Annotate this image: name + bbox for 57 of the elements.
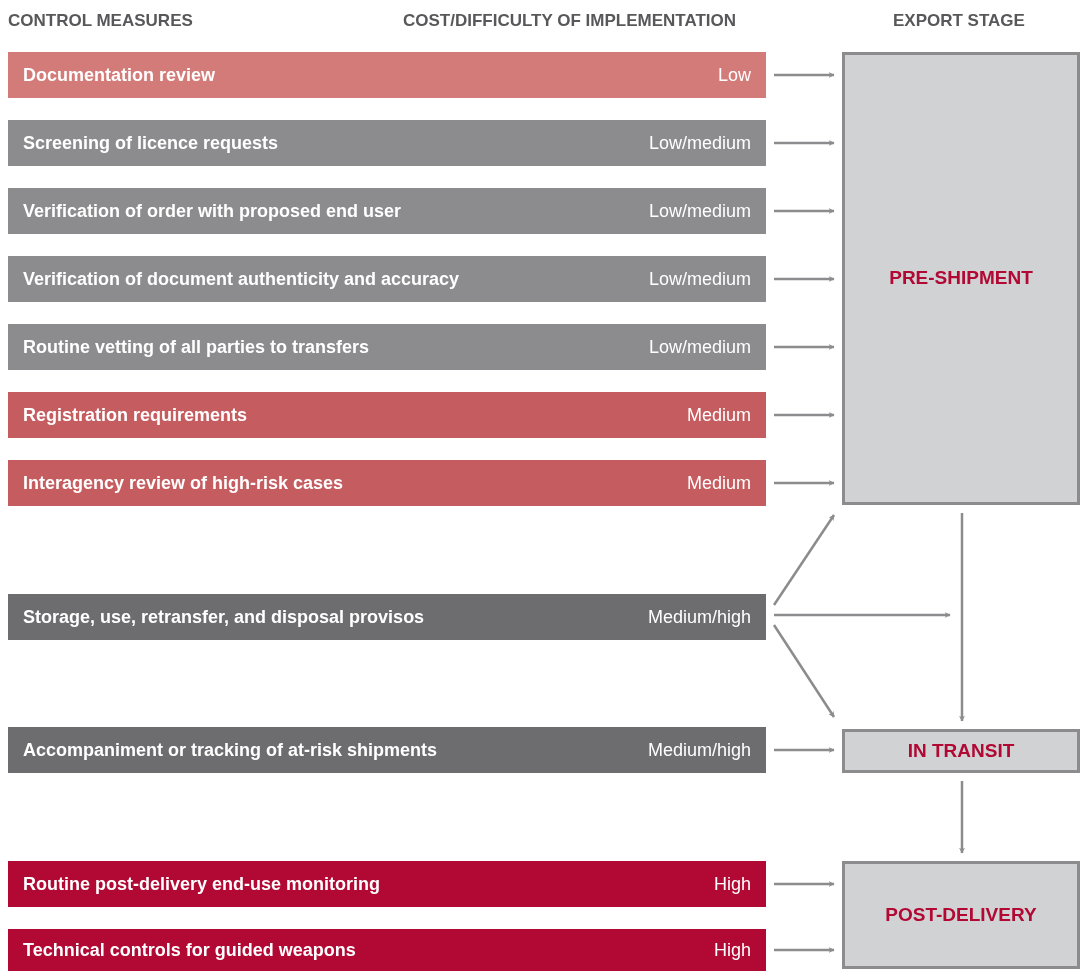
control-measure-bar (8, 460, 766, 506)
control-measure-bar (8, 727, 766, 773)
arrow (774, 344, 835, 350)
control-measure-bar (8, 324, 766, 370)
cost-level: Medium/high (647, 605, 751, 629)
measure-name: Routine post-delivery end-use monitoring (23, 872, 381, 896)
arrow (774, 276, 835, 282)
measure-name: Documentation review (23, 63, 216, 87)
arrow (774, 612, 951, 618)
column-heading: CONTROL MEASURES (8, 10, 193, 32)
cost-level: Medium/high (647, 738, 751, 762)
measure-name: Accompaniment or tracking of at-risk shipments (23, 738, 438, 762)
arrow (774, 881, 835, 887)
arrow (774, 208, 835, 214)
cost-level: Low (717, 63, 751, 87)
arrow (774, 747, 835, 753)
cost-level: Medium (686, 403, 751, 427)
stage-name: IN TRANSIT (907, 738, 1015, 763)
arrow (774, 140, 835, 146)
measure-name: Storage, use, retransfer, and disposal provisos (23, 605, 425, 629)
arrow (774, 947, 835, 953)
measure-name: Registration requirements (23, 403, 248, 427)
stage-box (842, 861, 1080, 969)
arrow (772, 514, 836, 606)
measure-name: Verification of document authenticity and accuracy (23, 267, 460, 291)
cost-level: Low/medium (648, 335, 751, 359)
arrow (774, 72, 835, 78)
stage-name: PRE-SHIPMENT (889, 266, 1033, 291)
arrow (774, 480, 835, 486)
cost-level: Low/medium (648, 131, 751, 155)
stage-box (842, 52, 1080, 505)
column-heading: COST/DIFFICULTY OF IMPLEMENTATION (403, 10, 737, 32)
measure-name: Routine vetting of all parties to transfers (23, 335, 370, 359)
measure-name: Technical controls for guided weapons (23, 938, 356, 962)
measure-name: Interagency review of high-risk cases (23, 471, 344, 495)
control-measure-bar (8, 120, 766, 166)
cost-level: High (713, 872, 751, 896)
column-heading: EXPORT STAGE (893, 10, 1025, 32)
control-measure-bar (8, 929, 766, 971)
control-measure-bar (8, 861, 766, 907)
stage-name: POST-DELIVERY (885, 902, 1037, 927)
control-measure-bar (8, 392, 766, 438)
cost-level: Low/medium (648, 199, 751, 223)
cost-level: Low/medium (648, 267, 751, 291)
arrow (959, 781, 965, 854)
cost-level: High (713, 938, 751, 962)
control-measure-bar (8, 52, 766, 98)
control-measure-bar (8, 188, 766, 234)
arrow (774, 412, 835, 418)
arrow (959, 513, 965, 722)
control-measure-bar (8, 256, 766, 302)
stage-box (842, 729, 1080, 773)
measure-name: Verification of order with proposed end user (23, 199, 402, 223)
cost-level: Medium (686, 471, 751, 495)
arrow (772, 624, 836, 718)
measure-name: Screening of licence requests (23, 131, 279, 155)
control-measure-bar (8, 594, 766, 640)
